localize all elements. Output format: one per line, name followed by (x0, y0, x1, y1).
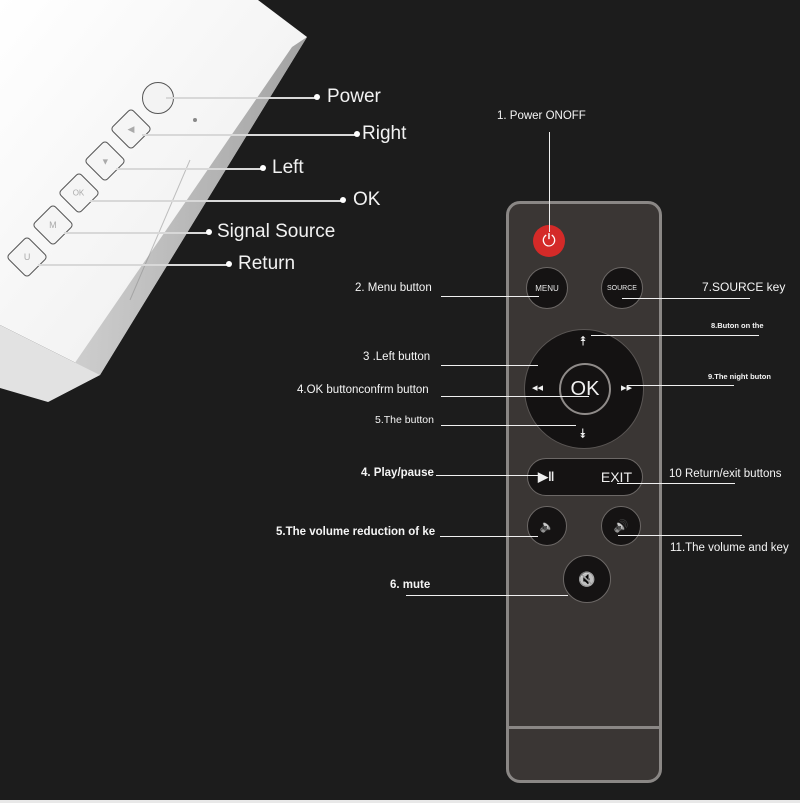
remote-volume-up-button[interactable]: 🔊 (601, 506, 641, 546)
source-callout-dot (206, 229, 212, 235)
remote-source-button[interactable]: SOURCE (601, 267, 643, 309)
projector-left-button[interactable]: ▼ (83, 139, 127, 183)
projector-power-button[interactable] (142, 82, 174, 114)
play-callout-label: 4. Play/pause (361, 467, 434, 479)
source-callout-line (622, 298, 750, 299)
volume-up-callout-label: 11.The volume and key (670, 542, 789, 554)
return-callout-dot (226, 261, 232, 267)
menu-callout-label: 2. Menu button (355, 282, 432, 294)
remote-control: ⏻ MENU SOURCE ⯭ ◂◂ ▸▸ ⯯ OK ▶‖ EXIT 🔈 🔊 🔇 (506, 201, 662, 783)
return-callout-label: Return (238, 253, 296, 274)
down-callout-label: 5.The button (375, 414, 434, 426)
ok-callout-label: OK (353, 189, 381, 210)
power-icon: ⏻ (542, 231, 556, 250)
remote-dpad: ⯭ ◂◂ ▸▸ ⯯ OK (524, 329, 644, 449)
projector-ok-button[interactable]: OK (57, 171, 101, 215)
source-callout-line (64, 232, 210, 234)
ok-callout-line (441, 396, 589, 397)
right-callout-dot (354, 131, 360, 137)
remote-menu-button[interactable]: MENU (526, 267, 568, 309)
volume-down-icon: 🔈 (539, 519, 555, 533)
source-callout-label: 7.SOURCE key (702, 280, 786, 294)
exit-callout-label: 10 Return/exit buttons (669, 468, 782, 480)
right-callout-line (142, 134, 356, 136)
exit-callout-line (617, 483, 735, 484)
power-onoff-line (549, 132, 550, 232)
projector-right-button[interactable]: ◀ (109, 107, 153, 151)
remote-bottom-divider (509, 726, 659, 729)
dpad-up-button[interactable]: ⯭ (579, 333, 587, 348)
right-callout-label: Right (362, 123, 407, 144)
projector-source-button[interactable]: M (31, 203, 75, 247)
remote-mute-button[interactable]: 🔇 (563, 555, 611, 603)
left-callout-line (116, 168, 262, 170)
dpad-right-button[interactable]: ▸▸ (621, 382, 633, 394)
dpad-left-button[interactable]: ◂◂ (532, 382, 544, 394)
power-callout-line (166, 97, 318, 99)
power-onoff-label: 1. Power ONOFF (497, 110, 586, 122)
mute-callout-label: 6. mute (390, 579, 431, 591)
return-glyph-icon: U (23, 252, 31, 262)
volume-down-callout-line (440, 536, 538, 537)
menu-callout-line (441, 296, 539, 297)
menu-button-label: MENU (535, 283, 559, 293)
dpad-ok-button[interactable]: OK (559, 363, 611, 415)
projector-return-button[interactable]: U (5, 235, 49, 279)
exit-button[interactable]: EXIT (600, 469, 632, 485)
projector-illustration: ◀ ▼ OK M U Power Right Left OK Signal So… (0, 0, 407, 402)
left-callout-label: 3 .Left button (363, 351, 431, 363)
right-callout-label: 9.The night buton (708, 372, 771, 381)
source-glyph-icon: M (49, 220, 57, 230)
ok-callout-label: 4.OK buttonconfrm button (297, 384, 429, 396)
return-callout-line (38, 264, 228, 266)
bottom-edge (0, 800, 800, 803)
left-callout-line (441, 365, 538, 366)
right-callout-line (627, 385, 734, 386)
left-arrow-icon: ▼ (100, 155, 110, 166)
left-callout-dot (260, 165, 266, 171)
play-exit-bar: ▶‖ EXIT (527, 458, 643, 496)
play-callout-line (436, 475, 538, 476)
projector-body-shape (0, 0, 307, 402)
dpad-down-button[interactable]: ⯯ (579, 426, 587, 441)
volume-down-callout-label: 5.The volume reduction of ke (276, 526, 436, 538)
up-callout-line (591, 335, 759, 336)
ok-callout-line (90, 200, 344, 202)
up-callout-label: 8.Buton on the (711, 321, 764, 330)
power-callout-label: Power (327, 86, 381, 107)
remote-volume-down-button[interactable]: 🔈 (527, 506, 567, 546)
ok-button-label: OK (570, 377, 600, 400)
down-callout-line (441, 425, 576, 426)
mute-callout-line (406, 595, 568, 596)
left-callout-label: Left (272, 157, 304, 178)
right-arrow-icon: ◀ (127, 123, 135, 134)
source-callout-label: Signal Source (217, 221, 336, 242)
volume-up-callout-line (618, 535, 742, 536)
power-callout-dot (314, 94, 320, 100)
volume-up-icon: 🔊 (613, 519, 629, 533)
play-pause-button[interactable]: ▶‖ (538, 469, 555, 484)
ok-glyph-icon: OK (73, 188, 85, 198)
mute-icon: 🔇 (578, 570, 596, 587)
ok-callout-dot (340, 197, 346, 203)
source-button-label: SOURCE (607, 284, 637, 292)
